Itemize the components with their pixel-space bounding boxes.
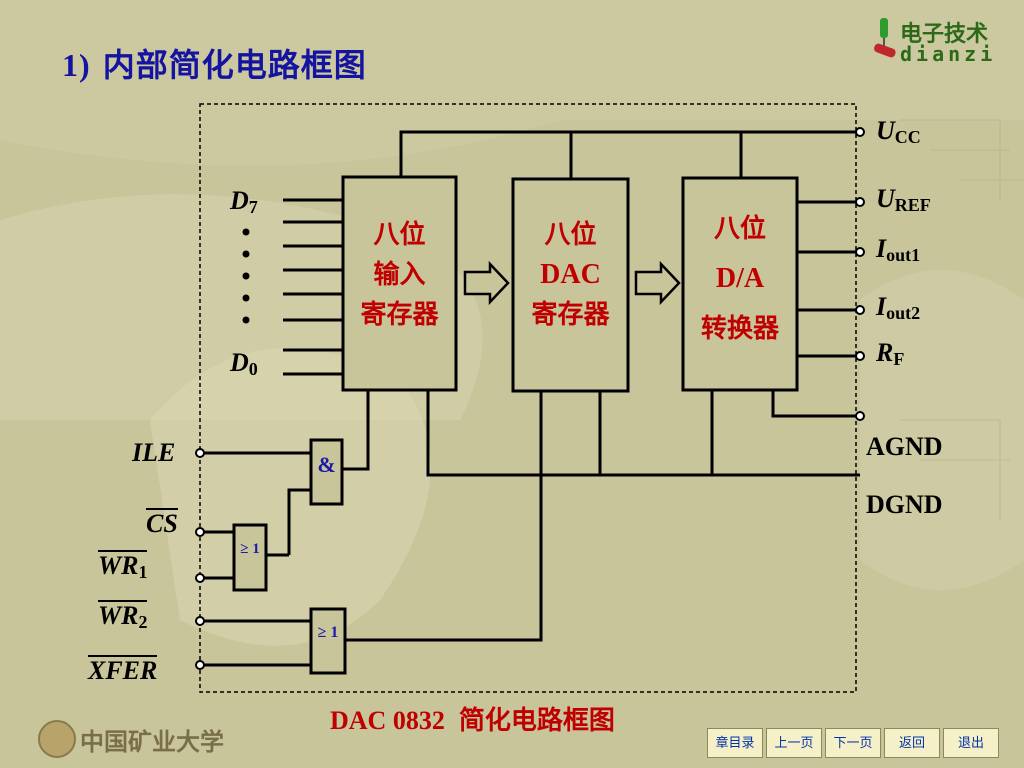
pin-iout2-main: I (876, 292, 887, 321)
or-gate-2 (309, 607, 347, 675)
pin-xfer: XFER (88, 655, 158, 685)
data-input-wires (283, 198, 343, 376)
circuit-wires (204, 130, 860, 675)
converter-block (681, 176, 799, 392)
pin-ile: ILE (132, 438, 175, 468)
pin-ucc-sub: CC (894, 127, 921, 147)
pin-agnd: AGND (866, 432, 943, 461)
pin-wr1-main: WR (98, 551, 139, 580)
ucc-wire (399, 130, 860, 177)
nav-next-page-button[interactable]: 下一页 (825, 728, 881, 758)
and-output-wire (342, 390, 370, 471)
pin-xfer-text: XFER (88, 656, 158, 685)
pin-d7: D7 (230, 186, 258, 218)
pin-d7-sub: 7 (248, 197, 258, 217)
pin-cs-text: CS (146, 509, 178, 538)
converter-line3: 转换器 (700, 314, 779, 344)
nav-return-button[interactable]: 返回 (884, 728, 940, 758)
brand-chinese: 电子技术 (900, 22, 989, 47)
university-seal-icon (38, 720, 76, 758)
university-name: 中国矿业大学 (80, 727, 224, 756)
pin-wr2: WR2 (98, 600, 148, 636)
nav-chapter-contents-button[interactable]: 章目录 (707, 728, 763, 758)
pin-d7-main: D (230, 186, 249, 215)
converter-label: 八位 D/A 转换器 (683, 204, 797, 354)
dac-register-line2: DAC (540, 259, 601, 290)
nav-exit-button[interactable]: 退出 (943, 728, 999, 758)
pin-iout1-main: I (876, 234, 887, 263)
pin-iout2-sub: out2 (886, 303, 921, 323)
pin-wr1-sub: 1 (138, 562, 148, 582)
pin-d0: D0 (230, 348, 258, 380)
title-text: 内部简化电路框图 (102, 46, 367, 84)
pin-cs: CS (146, 508, 178, 538)
input-register-label: 八位 输入 寄存器 (343, 215, 456, 335)
input-register-line3: 寄存器 (360, 300, 439, 330)
chip-boundary (199, 103, 857, 693)
pin-d0-main: D (230, 348, 249, 377)
pin-iout2: Iout2 (876, 292, 920, 324)
arrow-input-to-dac (463, 260, 510, 306)
agnd-wire (771, 390, 860, 418)
resistor-icon (874, 18, 896, 58)
dac-register-line1: 八位 (544, 220, 597, 250)
or-gate-1 (232, 523, 268, 592)
input-register-line1: 八位 (373, 220, 426, 250)
pin-wr2-main: WR (98, 601, 139, 630)
pin-rf: RF (876, 338, 904, 370)
and-gate-label: & (317, 452, 336, 477)
pin-uref-sub: REF (894, 195, 931, 215)
university-logo: 中国矿业大学 (38, 718, 238, 758)
brand-pinyin: dianzi (900, 42, 997, 66)
pin-iout1: Iout1 (876, 234, 920, 266)
caption-chinese: 简化电路框图 (458, 706, 615, 736)
diagram-caption: DAC 0832 简化电路框图 (330, 700, 615, 737)
input-register-block (341, 175, 458, 392)
brand-logo: 电子技术 dianzi (872, 16, 1012, 66)
arrow-dac-to-converter (634, 260, 681, 306)
or-gate-1-label: ≥ 1 (240, 541, 260, 557)
pin-wr2-sub: 2 (138, 612, 148, 632)
pin-terminals (195, 127, 865, 670)
converter-line2: D/A (715, 263, 765, 294)
pin-rf-main: R (876, 338, 894, 367)
converter-line1: 八位 (713, 214, 766, 244)
caption-english: DAC 0832 (330, 706, 445, 735)
pin-ucc-main: U (876, 116, 895, 145)
nav-previous-page-button[interactable]: 上一页 (766, 728, 822, 758)
pin-ucc: UCC (876, 116, 921, 148)
title-number: 1) (62, 47, 91, 83)
pin-rf-sub: F (893, 349, 905, 369)
slide-title: 1) 内部简化电路框图 (62, 40, 367, 86)
pin-dgnd: DGND (866, 490, 943, 519)
pin-ile-text: ILE (132, 438, 176, 467)
input-register-line2: 输入 (373, 260, 426, 290)
and-gate (309, 438, 344, 506)
or-gate-2-label: ≥ 1 (317, 624, 339, 641)
pin-wr1: WR1 (98, 550, 148, 586)
dac-register-label: 八位 DAC 寄存器 (513, 215, 628, 335)
dac-register-line3: 寄存器 (531, 300, 610, 330)
data-ellipsis-dots (242, 228, 250, 324)
pin-d0-sub: 0 (248, 359, 258, 379)
pin-iout1-sub: out1 (886, 245, 921, 265)
or2-output-wire (345, 391, 543, 642)
dgnd-wire (426, 390, 860, 477)
pin-uref: UREF (876, 184, 931, 216)
pin-uref-main: U (876, 184, 895, 213)
